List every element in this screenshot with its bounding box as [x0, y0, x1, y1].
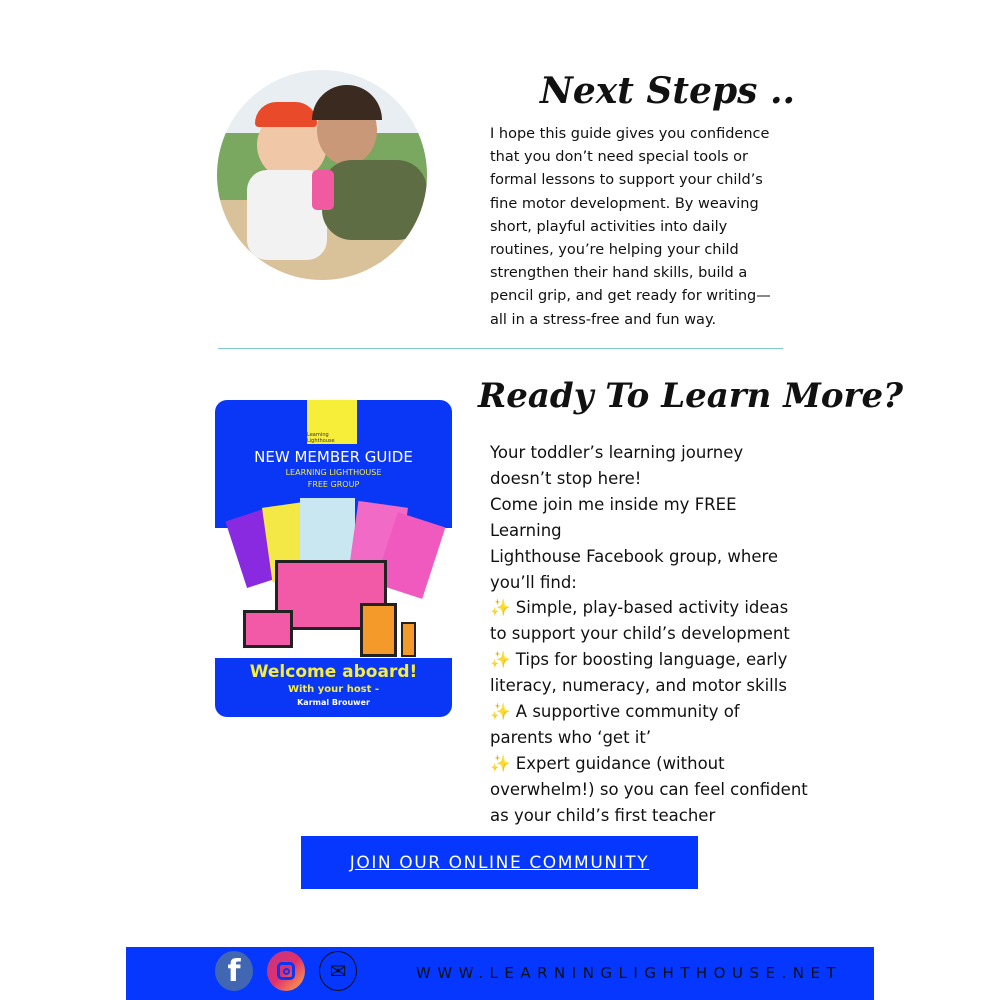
text-line: Lighthouse Facebook group, where	[490, 546, 779, 566]
text-line: as your child’s first teacher	[490, 805, 716, 825]
guide-logo: Learning Lighthouse	[307, 400, 357, 444]
email-icon[interactable]: ✉	[319, 951, 357, 991]
text-line: short, playful activities into daily	[490, 218, 728, 235]
footer: f ✉ WWW.LEARNINGLIGHTHOUSE.NET	[126, 947, 874, 1000]
text-line: parents who ‘get it’	[490, 727, 652, 747]
text-line: doesn’t stop here!	[490, 468, 642, 488]
next-steps-heading: Next Steps ..	[540, 70, 796, 112]
text-line: ✨ Tips for boosting language, early	[490, 650, 788, 670]
new-member-guide-image[interactable]: Learning Lighthouse NEW MEMBER GUIDE LEA…	[215, 400, 452, 717]
facebook-icon[interactable]: f	[215, 951, 253, 991]
guide-host-name: Karmal Brouwer	[297, 698, 370, 707]
guide-host: With your host -	[287, 684, 380, 695]
instagram-icon[interactable]	[267, 951, 305, 991]
text-line: ✨ Simple, play-based activity ideas	[490, 598, 789, 618]
website-url[interactable]: WWW.LEARNINGLIGHTHOUSE.NET	[416, 964, 843, 982]
text-line: literacy, numeracy, and motor skills	[490, 676, 787, 696]
text-line: formal lessons to support your child’s	[490, 172, 763, 189]
text-line: Come join me inside my FREE Learning	[490, 494, 737, 540]
text-line: all in a stress-free and fun way.	[490, 311, 717, 328]
text-line: that you don’t need special tools or	[490, 149, 748, 166]
next-steps-text: I hope this guide gives you confidence t…	[490, 123, 780, 332]
divider	[218, 348, 783, 349]
join-community-button[interactable]: JOIN OUR ONLINE COMMUNITY	[301, 836, 698, 889]
guide-subtitle: LEARNING LIGHTHOUSE	[285, 468, 382, 477]
guide-title: NEW MEMBER GUIDE	[254, 448, 413, 466]
learn-more-text: Your toddler’s learning journey doesn’t …	[490, 440, 810, 829]
text-line: to support your child’s development	[490, 624, 790, 644]
text-line: routines, you’re helping your child	[490, 242, 739, 259]
text-line: strengthen their hand skills, build a	[490, 265, 748, 282]
ready-to-learn-heading: Ready To Learn More?	[478, 376, 904, 416]
text-line: fine motor development. By weaving	[490, 195, 759, 212]
photo-mother-and-child	[217, 70, 427, 280]
text-line: pencil grip, and get ready for writing—	[490, 288, 771, 305]
guide-welcome: Welcome aboard!	[249, 662, 418, 682]
text-line: you’ll find:	[490, 572, 577, 592]
guide-subtitle: FREE GROUP	[307, 480, 360, 489]
text-line: I hope this guide gives you confidence	[490, 126, 770, 142]
text-line: overwhelm!) so you can feel confident	[490, 779, 808, 799]
text-line: ✨ A supportive community of	[490, 702, 740, 722]
text-line: ✨ Expert guidance (without	[490, 753, 725, 773]
text-line: Your toddler’s learning journey	[490, 443, 744, 462]
